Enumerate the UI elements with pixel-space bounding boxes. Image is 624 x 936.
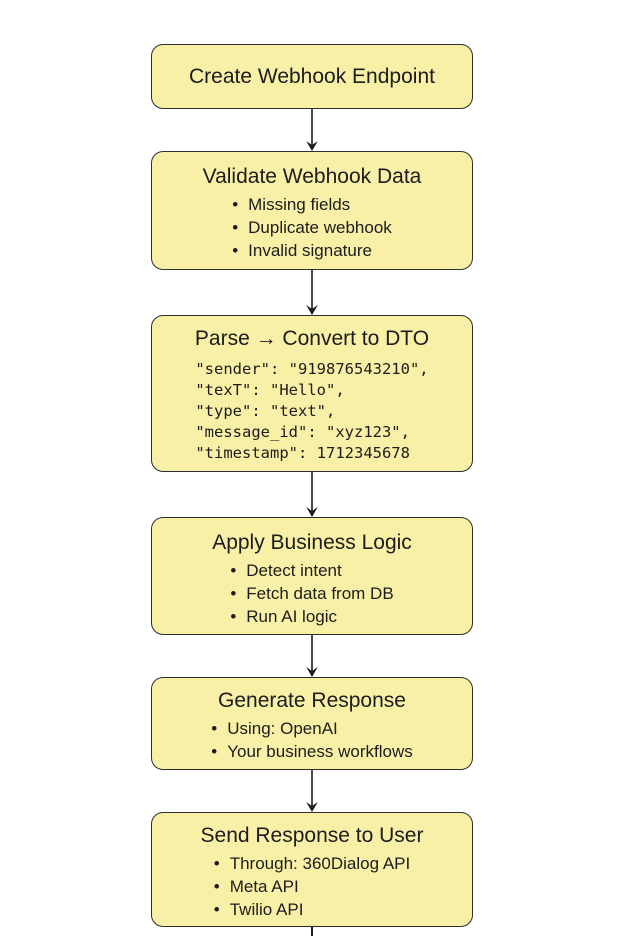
- bullet-item: Duplicate webhook: [232, 216, 392, 239]
- node-bullet-list: Through: 360Dialog API Meta API Twilio A…: [214, 852, 411, 921]
- bullet-item: Using: OpenAI: [211, 717, 412, 740]
- bullet-item: Meta API: [214, 875, 410, 898]
- bullet-item: Twilio API: [214, 898, 410, 921]
- node-title: Generate Response: [218, 689, 406, 712]
- bullet-item: Invalid signature: [232, 239, 392, 262]
- code-line: "message_id": "xyz123",: [195, 423, 410, 441]
- node-title: Send Response to User: [200, 824, 424, 847]
- bullet-item: Detect intent: [230, 559, 393, 582]
- code-line: "sender": "919876543210",: [195, 360, 429, 378]
- arrow-down-icon: [306, 109, 318, 151]
- node-bullet-list: Detect intent Fetch data from DB Run AI …: [230, 559, 393, 628]
- node-title: Create Webhook Endpoint: [189, 65, 435, 88]
- node-bullet-list: Missing fields Duplicate webhook Invalid…: [232, 193, 392, 262]
- node-bullet-list: Using: OpenAI Your business workflows: [211, 717, 413, 763]
- code-line: "timestamp": 1712345678: [195, 444, 410, 462]
- arrow-down-icon: [306, 635, 318, 677]
- bullet-item: Fetch data from DB: [230, 582, 393, 605]
- flow-node-create-webhook-endpoint: Create Webhook Endpoint: [151, 44, 473, 109]
- node-title: Validate Webhook Data: [202, 165, 422, 188]
- arrow-down-icon: [306, 770, 318, 812]
- flow-node-apply-business-logic: Apply Business Logic Detect intent Fetch…: [151, 517, 473, 635]
- dto-code-block: "sender": "919876543210", "texT": "Hello…: [195, 359, 428, 464]
- flow-node-validate-webhook-data: Validate Webhook Data Missing fields Dup…: [151, 151, 473, 270]
- arrow-down-icon: [306, 270, 318, 315]
- bullet-item: Run AI logic: [230, 605, 393, 628]
- bullet-item: Missing fields: [232, 193, 392, 216]
- code-line: "type": "text",: [195, 402, 336, 420]
- flow-node-send-response-to-user: Send Response to User Through: 360Dialog…: [151, 812, 473, 927]
- bullet-item: Through: 360Dialog API: [214, 852, 411, 875]
- node-title: Apply Business Logic: [212, 531, 412, 554]
- flow-node-parse-convert-to-dto: Parse → Convert to DTO "sender": "919876…: [151, 315, 473, 472]
- arrow-tail-line: [311, 927, 313, 936]
- node-title: Parse → Convert to DTO: [194, 327, 430, 350]
- arrow-down-icon: [306, 472, 318, 517]
- code-line: "texT": "Hello",: [195, 381, 345, 399]
- flow-node-generate-response: Generate Response Using: OpenAI Your bus…: [151, 677, 473, 770]
- bullet-item: Your business workflows: [211, 740, 413, 763]
